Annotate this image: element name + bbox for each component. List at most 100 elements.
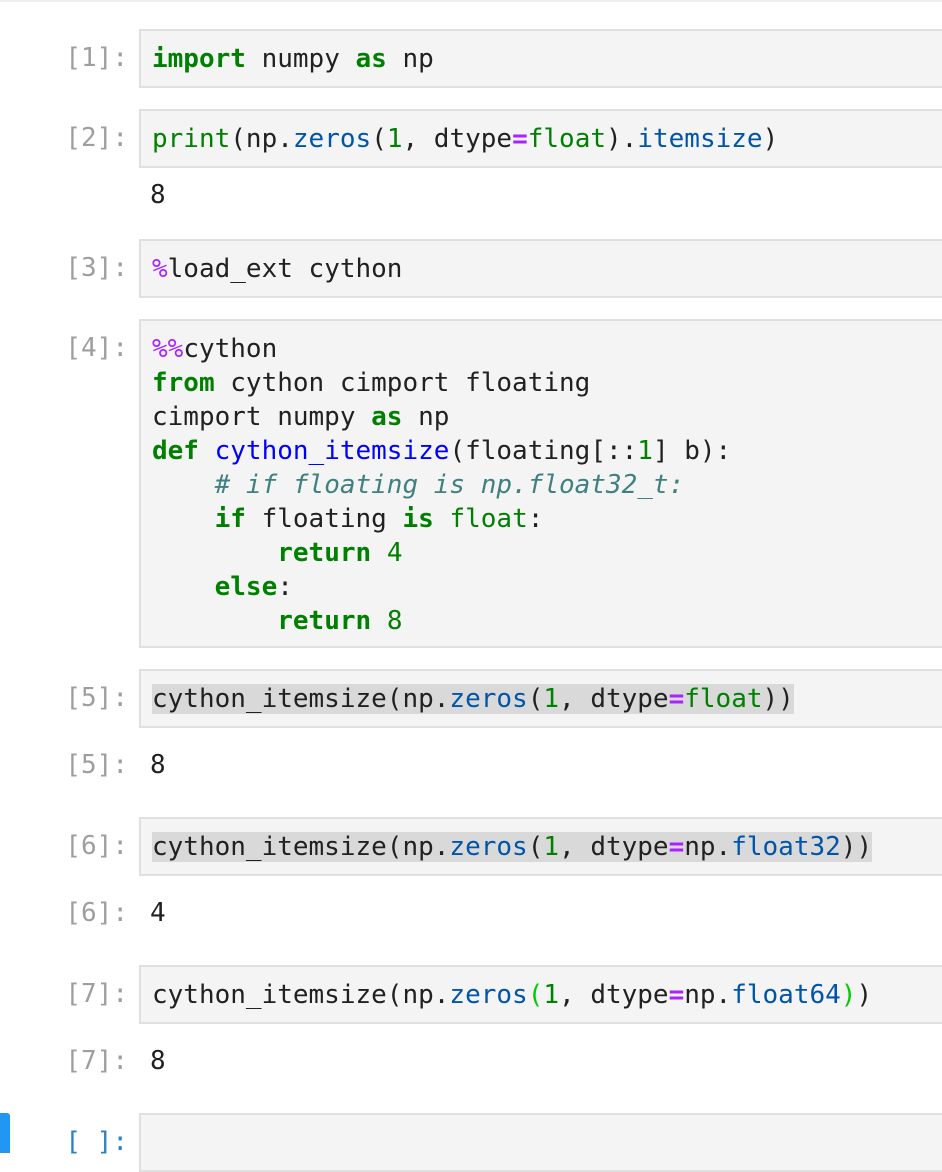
code-token: , dtype	[559, 684, 669, 714]
code-token: # if floating is np.float32_t:	[214, 470, 685, 500]
code-token: ] b):	[652, 436, 732, 466]
code-token: 1	[386, 124, 403, 154]
code-token: np.	[684, 980, 732, 1010]
code-editor[interactable]: import numpy as np	[139, 29, 942, 88]
code-token: %	[152, 254, 168, 284]
code-token: numpy	[245, 44, 356, 74]
code-token: cython cimport floating	[214, 368, 591, 398]
code-token	[371, 538, 387, 568]
code-token: 4	[386, 538, 403, 568]
code-token: itemsize	[637, 124, 763, 154]
code-token: as	[355, 44, 387, 74]
code-token: if	[214, 504, 246, 534]
code-token: as	[371, 402, 403, 432]
code-token: load_ext cython	[167, 254, 403, 284]
output-prompt: [6]:	[65, 898, 128, 928]
code-token: 1	[543, 684, 560, 714]
input-prompt: [2]:	[65, 123, 128, 153]
code-token: (	[527, 684, 544, 714]
output-text: 8	[150, 1046, 166, 1076]
code-token	[434, 504, 450, 534]
code-token: import	[152, 44, 246, 74]
code-token	[152, 606, 277, 636]
code-editor[interactable]	[139, 1113, 942, 1172]
code-token: (np.	[230, 124, 293, 154]
code-token: , dtype	[402, 124, 513, 154]
code-token	[152, 504, 215, 534]
code-editor[interactable]: %%cython from cython cimport floating ci…	[139, 319, 942, 648]
code-token: print	[152, 124, 231, 154]
selection-highlight: cython_itemsize(np.zeros(1, dtype=np.flo…	[152, 832, 873, 862]
code[interactable]: %%cython from cython cimport floating ci…	[141, 321, 942, 649]
code-editor[interactable]: print(np.zeros(1, dtype=float).itemsize)	[139, 109, 942, 168]
input-prompt: [7]:	[65, 979, 128, 1009]
code-token: (	[527, 980, 544, 1010]
code-token: float64	[731, 980, 841, 1010]
code-token: )	[856, 980, 873, 1010]
code-token: np	[402, 402, 450, 432]
code-token: =	[512, 124, 528, 154]
code-editor[interactable]: %load_ext cython	[139, 239, 942, 298]
code-token: from	[152, 368, 215, 398]
code-token	[152, 538, 277, 568]
code-token: cython_itemsize(np.	[152, 684, 450, 714]
input-prompt: [ ]:	[65, 1127, 128, 1157]
code-token: :	[277, 572, 293, 602]
output-text: 8	[150, 750, 166, 780]
input-prompt: [1]:	[65, 43, 128, 73]
code-token: 8	[386, 606, 403, 636]
code-token: zeros	[449, 684, 528, 714]
active-cell-indicator	[0, 1113, 10, 1153]
code-token: )	[840, 980, 857, 1010]
code-token: , dtype	[559, 832, 669, 862]
code-token: return	[277, 538, 372, 568]
output-text: 8	[150, 180, 166, 210]
code[interactable]	[141, 1115, 942, 1137]
code-token: 1	[637, 436, 653, 466]
input-prompt: [4]:	[65, 333, 128, 363]
top-divider	[0, 0, 942, 2]
code-token: cython_itemsize	[214, 436, 450, 466]
code-token	[199, 436, 215, 466]
code-token: %%	[152, 334, 184, 364]
code-token: 1	[543, 832, 560, 862]
code-token: else	[214, 572, 278, 602]
code-token: float	[684, 684, 763, 714]
code-token: zeros	[449, 980, 528, 1010]
code-token	[152, 470, 215, 500]
code-token: float32	[731, 832, 841, 862]
code-editor[interactable]: cython_itemsize(np.zeros(1, dtype=np.flo…	[139, 817, 942, 876]
selection-highlight: cython_itemsize(np.zeros(1, dtype=float)…	[152, 684, 794, 714]
code[interactable]: cython_itemsize(np.zeros(1, dtype=np.flo…	[141, 819, 942, 875]
code-token: ))	[762, 684, 794, 714]
output-text: 4	[150, 898, 166, 928]
code-token: floating	[245, 504, 403, 534]
code[interactable]: cython_itemsize(np.zeros(1, dtype=np.flo…	[141, 967, 942, 1023]
code-token: cimport numpy	[152, 402, 372, 432]
code-token: ))	[840, 832, 873, 862]
code-token: (floating[::	[449, 436, 638, 466]
code[interactable]: %load_ext cython	[141, 241, 942, 297]
code-token: =	[668, 684, 685, 714]
code-token	[152, 572, 215, 602]
code-token: )	[762, 124, 779, 154]
code[interactable]: cython_itemsize(np.zeros(1, dtype=float)…	[141, 671, 942, 727]
code-token: def	[152, 436, 199, 466]
code-token: np.	[684, 832, 732, 862]
code-token: , dtype	[559, 980, 669, 1010]
input-prompt: [5]:	[65, 683, 128, 713]
code[interactable]: print(np.zeros(1, dtype=float).itemsize)	[141, 111, 942, 167]
code-token: float	[527, 124, 607, 154]
code-token: =	[668, 980, 685, 1010]
code-token: =	[668, 832, 685, 862]
code[interactable]: import numpy as np	[141, 31, 942, 87]
output-prompt: [5]:	[65, 750, 128, 780]
code-editor[interactable]: cython_itemsize(np.zeros(1, dtype=np.flo…	[139, 965, 942, 1024]
code-token	[371, 606, 387, 636]
code-editor[interactable]: cython_itemsize(np.zeros(1, dtype=float)…	[139, 669, 942, 728]
code-token: (	[371, 124, 387, 154]
code-token: np	[386, 44, 434, 74]
code-token: :	[527, 504, 544, 534]
code-token: cython_itemsize(np.	[152, 832, 450, 862]
output-prompt: [7]:	[65, 1046, 128, 1076]
